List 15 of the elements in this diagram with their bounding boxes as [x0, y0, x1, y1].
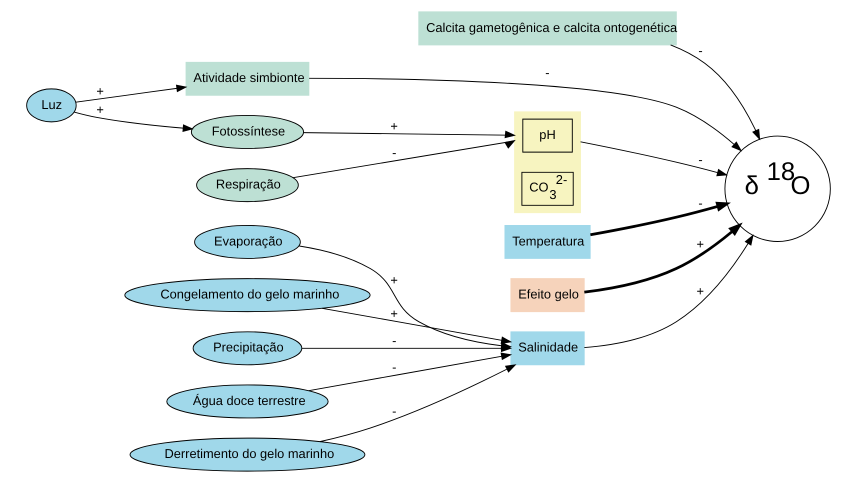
edge-label: - — [544, 65, 550, 80]
edge-label: - — [392, 359, 396, 374]
edge-label: - — [698, 195, 702, 210]
edge-label: - — [392, 403, 396, 418]
edge-label: - — [392, 332, 396, 348]
edge-label: + — [390, 306, 398, 322]
edge-label: - — [698, 43, 702, 58]
edge-label: + — [390, 118, 398, 134]
edge-label: - — [392, 144, 396, 160]
edge-label: + — [696, 283, 704, 298]
edge-label: + — [96, 102, 104, 117]
edge-label: + — [96, 83, 104, 98]
edge-label: - — [698, 152, 702, 168]
edge-label: + — [696, 236, 704, 252]
edge-label: + — [390, 272, 398, 288]
